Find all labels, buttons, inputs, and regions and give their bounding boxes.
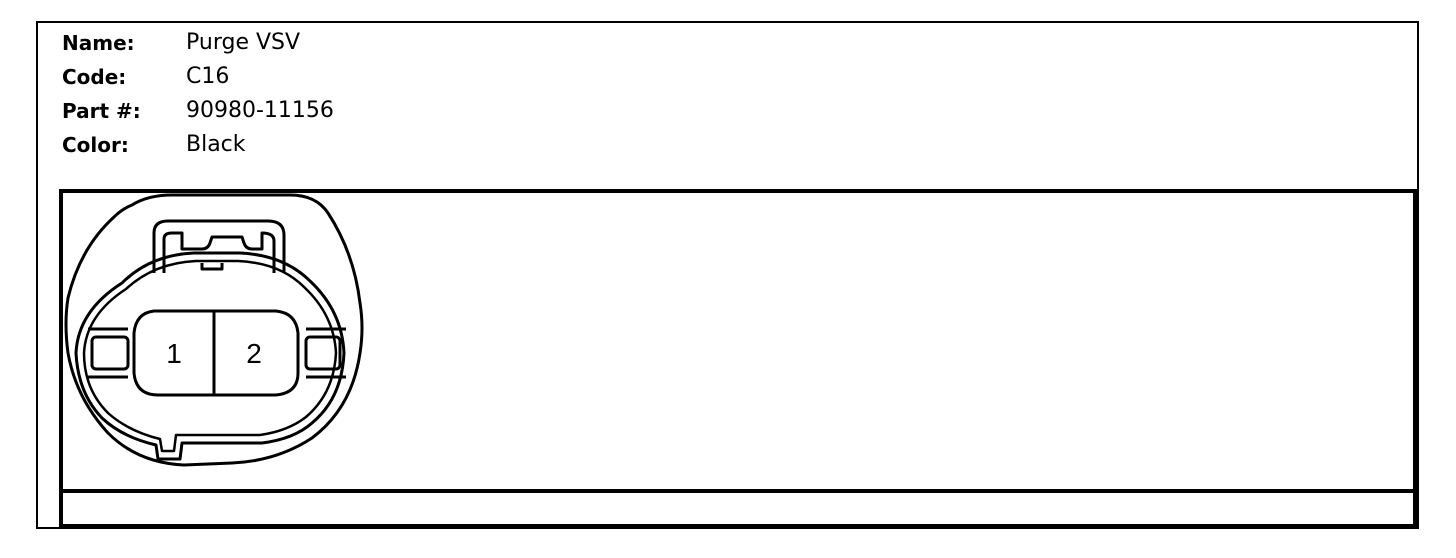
connector-latch-inner [162, 231, 276, 273]
pin-2-label: 2 [246, 338, 262, 369]
name-value: Purge VSV [186, 30, 301, 55]
part-value: 90980-11156 [186, 98, 334, 123]
pin-1-label: 1 [166, 338, 182, 369]
connector-right-tab [304, 335, 342, 371]
connector-info-table: Name: Purge VSV Code: C16 Part #: 90980-… [62, 26, 334, 162]
connector-latch [152, 219, 286, 273]
code-value: C16 [186, 64, 230, 89]
connector-face-diagram: 1 2 [64, 193, 364, 467]
connector-left-rail [88, 327, 128, 379]
info-row-color: Color: Black [62, 128, 334, 162]
connector-inner-shell [74, 251, 346, 461]
terminal-cavity-block [132, 309, 300, 397]
connector-card [36, 21, 1419, 529]
connector-inner-shell-2 [82, 259, 338, 453]
info-row-name: Name: Purge VSV [62, 26, 334, 60]
connector-outer-shell [64, 193, 364, 467]
connector-latch-tab [200, 263, 224, 271]
code-label: Code: [62, 65, 127, 89]
connector-right-rail [306, 327, 346, 379]
part-label: Part #: [62, 99, 141, 123]
info-row-code: Code: C16 [62, 60, 334, 94]
color-label: Color: [62, 133, 129, 157]
color-value: Black [186, 132, 246, 157]
info-row-part: Part #: 90980-11156 [62, 94, 334, 128]
connector-diagram-frame [59, 189, 1417, 528]
name-label: Name: [62, 31, 135, 55]
diagram-divider [59, 489, 1417, 493]
connector-left-tab [90, 335, 130, 371]
